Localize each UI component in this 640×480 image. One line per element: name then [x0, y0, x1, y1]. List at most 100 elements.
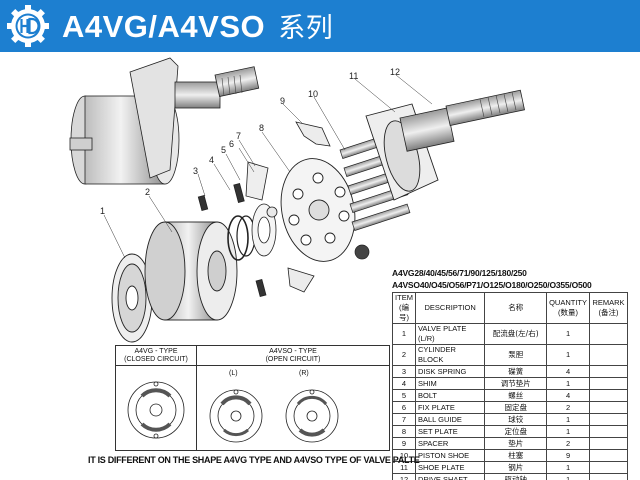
- cell-quantity: 1: [546, 413, 591, 426]
- cell-item: 1: [392, 323, 416, 345]
- hd-gear-logo-icon: [7, 5, 49, 47]
- callout-5: 5: [221, 145, 226, 155]
- model-list-a4vg: A4VG28/40/45/56/71/90/125/180/250: [392, 268, 527, 278]
- cell-quantity: 1: [546, 323, 591, 345]
- cell-remark: [589, 437, 628, 450]
- cell-remark: [589, 365, 628, 378]
- title-series-text: 系列: [278, 13, 334, 44]
- header-quantity: QUANTITY (数量): [546, 292, 591, 324]
- cell-name-cn: 调节垫片: [484, 377, 548, 390]
- cell-description: DISK SPRING: [414, 365, 486, 378]
- cell-quantity: 1: [546, 344, 591, 366]
- valve-plate-sketches: [127, 381, 339, 443]
- cell-item: 6: [392, 401, 416, 414]
- model-list-a4vso: A4VSO40/O45/O56/P71/O125/O180/O250/O355/…: [392, 280, 592, 290]
- cell-item: 9: [392, 437, 416, 450]
- header-banner: A4VG/A4VSO 系列: [0, 0, 640, 52]
- valve-plate-comparison: A4VG - TYPE (CLOSED CIRCUIT) A4VSO - TYP…: [115, 345, 390, 451]
- a4vso-valve-plate-left: [209, 389, 263, 443]
- title-text: A4VG/A4VSO: [62, 9, 266, 44]
- cell-description: CYLINDER BLOCK: [414, 344, 486, 366]
- cell-description: SPACER: [414, 437, 486, 450]
- cell-quantity: 2: [546, 437, 591, 450]
- cell-name-cn: 驱动轴: [484, 473, 548, 480]
- a4vg-type-title: A4VG - TYPE: [134, 348, 178, 355]
- part-2-cylinder-block: [144, 221, 238, 321]
- right-plate-label: (R): [299, 370, 309, 377]
- cell-description: BOLT: [414, 389, 486, 402]
- callout-11: 11: [349, 71, 358, 81]
- a4vso-valve-plate-right: [285, 389, 339, 443]
- part-8-set-plate: [280, 158, 356, 262]
- cell-quantity: 4: [546, 389, 591, 402]
- cell-name-cn: 柱塞: [484, 449, 548, 462]
- cell-remark: [589, 323, 628, 345]
- table-header-row: ITEM (编号) DESCRIPTION 名称 QUANTITY (数量) R…: [392, 292, 628, 324]
- cell-item: 2: [392, 344, 416, 366]
- cell-remark: [589, 425, 628, 438]
- part-1-valve-plate: [111, 253, 153, 343]
- a4vg-type-heading: A4VG - TYPE (CLOSED CIRCUIT): [116, 348, 196, 364]
- parts-table: ITEM (编号) DESCRIPTION 名称 QUANTITY (数量) R…: [392, 292, 628, 480]
- callout-10: 10: [308, 89, 318, 99]
- cell-description: SHOE PLATE: [414, 461, 486, 474]
- cell-remark: [589, 413, 628, 426]
- comparison-divider: [196, 346, 197, 450]
- cell-quantity: 1: [546, 425, 591, 438]
- callout-8: 8: [259, 123, 264, 133]
- a4vso-type-title: A4VSO - TYPE: [269, 348, 317, 355]
- cell-quantity: 4: [546, 365, 591, 378]
- header-description: DESCRIPTION: [414, 292, 486, 324]
- left-plate-label: (L): [229, 370, 238, 377]
- assembled-pump-top: [69, 57, 260, 185]
- cell-name-cn: 泵胆: [484, 344, 548, 366]
- cell-description: PISTON SHOE: [414, 449, 486, 462]
- cell-quantity: 2: [546, 401, 591, 414]
- part-12-drive-shaft: [399, 89, 525, 152]
- cell-description: FIX PLATE: [414, 401, 486, 414]
- a4vso-type-subtitle: (OPEN CIRCUIT): [265, 356, 321, 363]
- callout-12: 12: [390, 67, 400, 77]
- header-remark-cn: (备注): [598, 308, 619, 317]
- cell-item: 7: [392, 413, 416, 426]
- cell-name-cn: 配流盘(左/右): [484, 323, 548, 345]
- header-quantity-en: QUANTITY: [549, 298, 588, 307]
- header-item-en: ITEM: [395, 293, 413, 302]
- cell-item: 12: [392, 473, 416, 480]
- a4vg-valve-plate: [127, 381, 185, 439]
- cell-quantity: 1: [546, 461, 591, 474]
- callout-6: 6: [229, 139, 234, 149]
- header-item-cn: (编号): [398, 303, 409, 322]
- exploded-pump-drawing: 1 2 3 4 5 6 7 8 9 10 11 12: [69, 57, 525, 343]
- header-name-cn: 名称: [484, 292, 548, 324]
- cell-remark: [589, 461, 628, 474]
- cell-description: SET PLATE: [414, 425, 486, 438]
- callout-2: 2: [145, 187, 150, 197]
- cell-item: 4: [392, 377, 416, 390]
- header-remark: REMARK (备注): [589, 292, 628, 324]
- cell-remark: [589, 377, 628, 390]
- cell-item: 3: [392, 365, 416, 378]
- a4vg-type-subtitle: (CLOSED CIRCUIT): [124, 356, 188, 363]
- cell-item: 8: [392, 425, 416, 438]
- callout-4: 4: [209, 155, 214, 165]
- cell-remark: [589, 344, 628, 366]
- footnote: IT IS DIFFERENT ON THE SHAPE A4VG TYPE A…: [88, 455, 420, 465]
- cell-name-cn: 钢片: [484, 461, 548, 474]
- callout-9: 9: [280, 96, 285, 106]
- header-remark-en: REMARK: [592, 298, 625, 307]
- cell-remark: [589, 401, 628, 414]
- cell-name-cn: 垫片: [484, 437, 548, 450]
- cell-name-cn: 螺丝: [484, 389, 548, 402]
- page-title: A4VG/A4VSO 系列: [62, 6, 333, 45]
